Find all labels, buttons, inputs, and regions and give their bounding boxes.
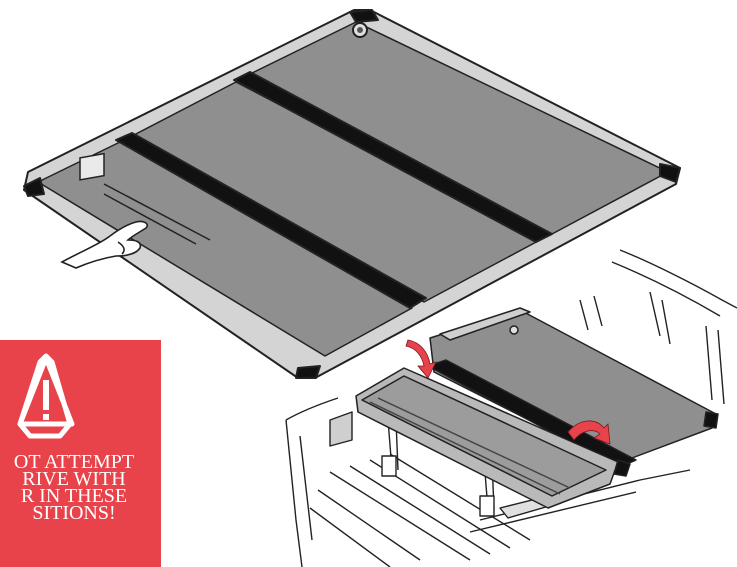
warning-triangle-icon <box>17 353 75 439</box>
corner-cap-top <box>349 9 379 23</box>
corner-cap-right <box>659 163 681 183</box>
warning-message: OT ATTEMPT RIVE WITH R IN THESE SITIONS! <box>0 451 161 524</box>
warning-line-4: SITIONS! <box>32 502 116 524</box>
hinge-strip-1 <box>115 132 427 309</box>
warning-line-3: R IN THESE <box>20 485 128 507</box>
flat-tonneau-cover <box>23 9 681 379</box>
hinge-strip-2 <box>233 71 553 243</box>
fold-arrow-right-icon <box>567 420 611 445</box>
folded-tonneau-cover <box>355 307 719 509</box>
warning-panel: OT ATTEMPT RIVE WITH R IN THESE SITIONS! <box>0 340 161 567</box>
corner-cap-bottom <box>295 365 321 379</box>
corner-cap-left <box>23 177 45 197</box>
hand-pointing-icon <box>60 220 149 269</box>
warning-line-2: RIVE WITH <box>22 468 126 490</box>
slide-latch <box>79 152 211 245</box>
warning-line-1: OT ATTEMPT <box>13 451 135 473</box>
fold-arrow-left-icon <box>405 339 437 379</box>
fold-arrow-icons <box>405 339 611 445</box>
